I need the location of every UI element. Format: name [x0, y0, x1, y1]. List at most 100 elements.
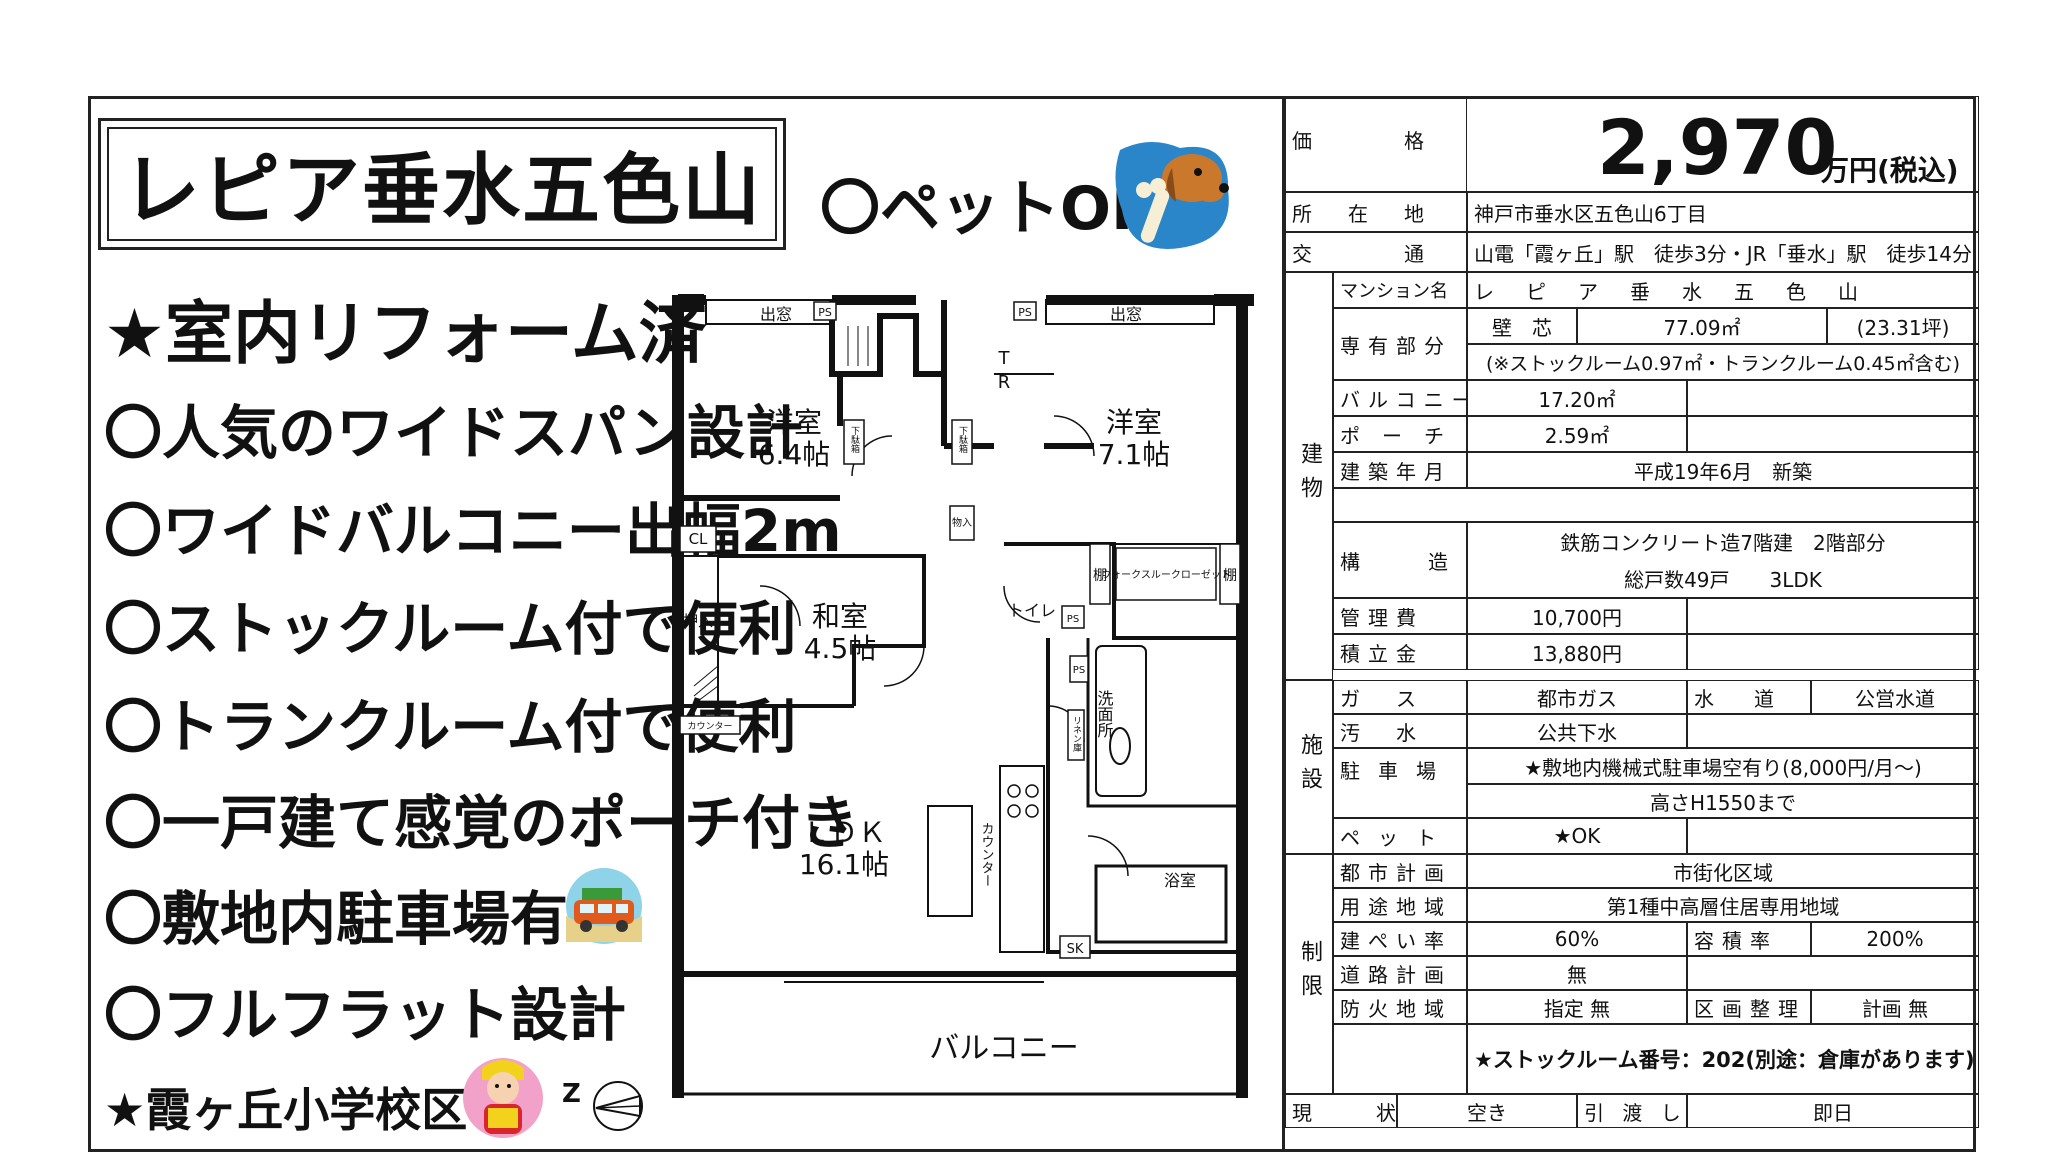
plan-ps-1: PS [818, 306, 832, 319]
mgmt-blank [1687, 598, 1979, 634]
built-value: 平成19年6月 新築 [1467, 452, 1979, 488]
gas-value: 都市ガス [1467, 680, 1687, 714]
reserve-label: 積立金 [1333, 634, 1467, 670]
plan-walkin: ウォークスルークローゼット [1101, 569, 1231, 581]
plan-balcony: バルコニー [929, 1031, 1078, 1066]
plan-room-west-size: 6.4帖 [758, 438, 831, 471]
far-label: 容積率 [1687, 922, 1811, 956]
fire-value: 指定 無 [1467, 990, 1687, 1024]
mansion-label: マンション名 [1333, 272, 1467, 308]
child-icon [463, 1058, 543, 1138]
price-unit: 万円(税込) [1821, 154, 1959, 187]
plan-tr-t: T [998, 348, 1011, 369]
area-value: 77.09㎡ [1577, 308, 1827, 344]
floor-plan: 出窓 出窓 PS PS PS PS T R 洋室 6.4帖 洋室 7.1帖 和室… [672, 294, 1254, 1098]
bcr-label: 建ぺい率 [1333, 922, 1467, 956]
building-section: 建物 [1285, 272, 1333, 680]
mgmt-value: 10,700円 [1467, 598, 1687, 634]
structure-value-2: 総戸数49戸 3LDK [1624, 568, 1822, 592]
plan-getabako-2: 下駄箱 [957, 426, 968, 454]
address-value: 神戸市垂水区五色山6丁目 [1467, 192, 1979, 232]
plan-tr-r: R [998, 372, 1011, 393]
plan-washitsu-size: 4.5帖 [804, 632, 877, 665]
property-title: レピア垂水五色山 [121, 146, 762, 236]
sewage-blank [1687, 714, 1979, 748]
plan-room-east-name: 洋室 [1106, 406, 1162, 439]
plan-linen: リネン庫 [1071, 716, 1082, 753]
fire-label: 防火地域 [1333, 990, 1467, 1024]
structure-value-1: 鉄筋コンクリート造7階建 2階部分 [1560, 531, 1886, 555]
pet-value: ★OK [1467, 818, 1687, 854]
built-label: 建築年月 [1333, 452, 1467, 488]
structure-label: 構 造 [1333, 522, 1467, 598]
transport-label: 交 通 [1285, 232, 1467, 272]
car-icon [566, 868, 642, 944]
gas-label: ガス [1333, 680, 1467, 714]
porch-label: ポーチ [1333, 416, 1467, 452]
feature-school-district: ★霞ヶ丘小学校区 [104, 1083, 468, 1137]
delivery-label: 引 渡 し [1577, 1094, 1687, 1128]
plan-demado-west: 出窓 [760, 305, 792, 324]
sewage-label: 汚水 [1333, 714, 1467, 748]
transport-value: 山電「霞ヶ丘」駅 徒歩3分・JR「垂水」駅 徒歩14分 [1467, 232, 1979, 272]
plan-sk: SK [1067, 942, 1084, 957]
plan-tana-2: 棚 [1223, 568, 1237, 584]
facility-section: 施設 [1285, 680, 1333, 854]
road-value: 無 [1467, 956, 1687, 990]
plan-ps-2: PS [1018, 306, 1032, 319]
price-value: 2,970 [1597, 103, 1838, 192]
balcony-label: バルコニー [1333, 380, 1467, 416]
dog-with-bone-icon [1115, 141, 1229, 249]
plan-ps-4: PS [1067, 614, 1079, 625]
parking-value: ★敷地内機械式駐車場空有り(8,000円/月～) [1467, 748, 1979, 784]
price-box: 2,970 万円(税込) [1467, 96, 1979, 192]
area-label: 専有部分 [1333, 308, 1467, 380]
reserve-value: 13,880円 [1467, 634, 1687, 670]
balcony-blank [1687, 380, 1979, 416]
use-label: 用途地域 [1333, 888, 1467, 922]
porch-blank [1687, 416, 1979, 452]
north-arrow-icon: Z [562, 1079, 643, 1131]
delivery-value: 即日 [1687, 1094, 1979, 1128]
pet-blank [1687, 818, 1979, 854]
mansion-value: レ ピ ア 垂 水 五 色 山 [1467, 272, 1979, 308]
parking-note: 高さH1550まで [1467, 784, 1979, 818]
road-label: 道路計画 [1333, 956, 1467, 990]
pet-label: ペット [1333, 818, 1467, 854]
plan-oshiire: 押入 [683, 612, 713, 630]
plan-senmen: 洗面所 [1095, 690, 1114, 738]
plan-ldk-size: 16.1帖 [799, 848, 889, 881]
feature-wide-span: 〇人気のワイドスパン設計 [104, 399, 803, 467]
sewage-value: 公共下水 [1467, 714, 1687, 748]
plan-ldk-name: ＬＤＫ [802, 816, 886, 849]
area-type: 壁 芯 [1467, 308, 1577, 344]
built-blank [1333, 488, 1979, 522]
plan-cl: CL [689, 530, 708, 548]
status-label: 現 状 [1285, 1094, 1397, 1128]
feature-wide-balcony: 〇ワイドバルコニー出幅2m [104, 497, 842, 565]
bcr-value: 60% [1467, 922, 1687, 956]
area-tsubo: (23.31坪) [1827, 308, 1979, 344]
plan-monoire: 物入 [952, 516, 972, 529]
area-note: (※ストックルーム0.97㎡・トランクルーム0.45㎡含む) [1467, 344, 1979, 380]
city-label: 都市計画 [1333, 854, 1467, 888]
feature-porch: 〇一戸建て感覚のポーチ付き [104, 789, 859, 857]
far-value: 200% [1811, 922, 1979, 956]
use-value: 第1種中高層住居専用地域 [1467, 888, 1979, 922]
parking-label: 駐車場 [1333, 748, 1467, 818]
structure-box: 鉄筋コンクリート造7階建 2階部分 総戸数49戸 3LDK [1467, 522, 1979, 598]
city-value: 市街化区域 [1467, 854, 1979, 888]
plan-demado-east: 出窓 [1110, 305, 1142, 324]
reserve-blank [1687, 634, 1979, 670]
feature-reform: ★室内リフォーム済 [104, 295, 707, 374]
plan-counter-ldk: カウンター [979, 822, 994, 887]
plan-yokushitsu: 浴室 [1164, 871, 1196, 890]
stock-note: ★ストックルーム番号：202(別途：倉庫があります) [1467, 1024, 1979, 1094]
pet-ok-label: 〇ペットOK [820, 174, 1158, 244]
price-label: 価 格 [1285, 96, 1467, 192]
plan-ps-3: PS [1073, 665, 1085, 676]
mgmt-label: 管理費 [1333, 598, 1467, 634]
balcony-value: 17.20㎡ [1467, 380, 1687, 416]
status-value: 空き [1397, 1094, 1577, 1128]
address-label: 所 在 地 [1285, 192, 1467, 232]
